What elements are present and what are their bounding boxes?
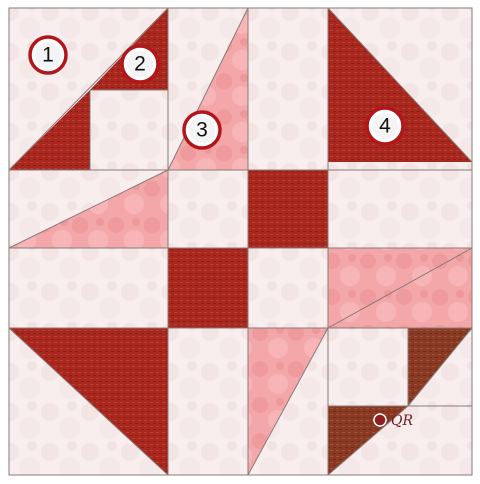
marker-3-label: 3 bbox=[196, 119, 208, 142]
logo-text: QR bbox=[391, 413, 413, 429]
light-square bbox=[168, 170, 248, 248]
light-square bbox=[90, 90, 168, 170]
red-square bbox=[168, 248, 248, 328]
marker-1: 1 bbox=[30, 37, 66, 73]
red-square bbox=[248, 170, 328, 248]
marker-4-label: 4 bbox=[379, 115, 391, 138]
marker-2-label: 2 bbox=[134, 53, 146, 76]
marker-3: 3 bbox=[184, 112, 220, 148]
marker-4: 4 bbox=[367, 108, 403, 144]
copyright-heart-icon bbox=[374, 414, 386, 426]
light-square bbox=[248, 8, 328, 170]
logo: QR bbox=[374, 413, 413, 429]
marker-2: 2 bbox=[122, 46, 158, 82]
marker-1-label: 1 bbox=[42, 44, 54, 67]
